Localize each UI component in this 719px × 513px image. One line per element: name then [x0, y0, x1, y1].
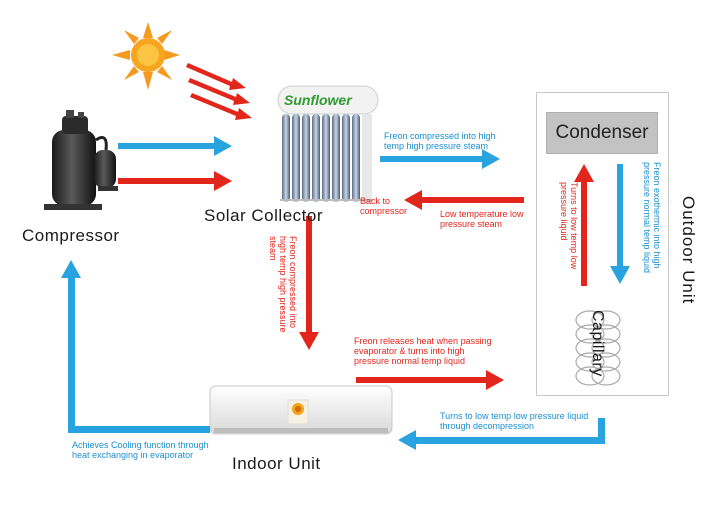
indoor-unit-label: Indoor Unit — [232, 454, 321, 473]
condenser-up-arrow — [574, 164, 594, 286]
annotation-low-temp-steam: Low temperature low pressure steam — [440, 209, 524, 229]
capillary-label: Capillary — [589, 310, 606, 377]
collector-to-condenser-arrow — [380, 149, 500, 169]
compressor-image — [44, 110, 118, 210]
capillary-coil — [575, 310, 621, 386]
outdoor-to-indoor-arrow — [398, 418, 605, 450]
compressor-outflow-arrows — [118, 136, 232, 191]
condenser-down-arrow — [610, 164, 630, 284]
annotation-decompression: Turns to low temp low pressure liquid th… — [440, 411, 589, 431]
annotation-back-to-compressor: Back to compressor — [360, 196, 408, 216]
solar-collector-image — [277, 85, 379, 204]
annotation-freon-exothermic: Freon exothermic into high pressure norm… — [642, 162, 662, 274]
sunlight-arrows — [186, 63, 252, 120]
condenser-label: Condenser — [555, 122, 649, 143]
brand-label: Sunflower — [284, 92, 352, 108]
collector-to-indoor-arrow — [299, 216, 319, 350]
solar-collector-label: Solar Collector — [204, 206, 323, 225]
indoor-to-outdoor-arrow — [356, 370, 504, 390]
sun-icon — [112, 22, 180, 90]
annotation-freon-compressed-vertical: Freon compressed into high temp high pre… — [268, 236, 298, 333]
annotation-freon-compressed-top: Freon compressed into high temp high pre… — [384, 131, 496, 151]
condenser-box: Condenser — [546, 112, 658, 154]
indoor-to-compressor-arrow — [61, 260, 210, 433]
collector-tubes — [282, 114, 360, 202]
annotation-freon-releases-heat: Freon releases heat when passing evapora… — [354, 336, 492, 366]
compressor-label: Compressor — [22, 226, 120, 245]
annotation-turns-low-temp: Turns to low temp low pressure liquid — [559, 182, 579, 270]
outdoor-unit-label: Outdoor Unit — [679, 196, 698, 305]
indoor-unit-image — [209, 385, 393, 435]
outdoor-unit-box — [536, 92, 669, 396]
annotation-achieves-cooling: Achieves Cooling function through heat e… — [72, 440, 209, 460]
return-to-collector-arrow — [404, 190, 524, 210]
